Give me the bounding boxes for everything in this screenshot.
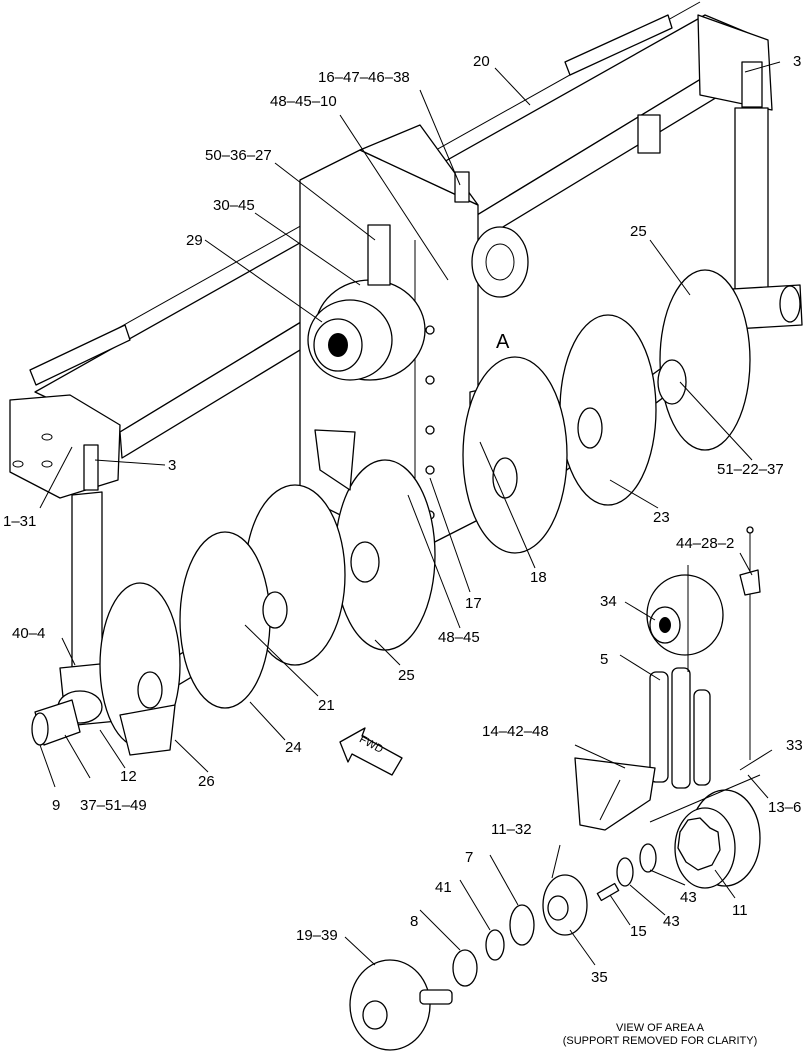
label-25-right: 25 (630, 223, 647, 240)
tension-rod (739, 526, 761, 760)
view-caption: VIEW OF AREA A (SUPPORT REMOVED FOR CLAR… (563, 1022, 758, 1047)
label-8: 8 (410, 913, 418, 930)
sprocket-34 (646, 574, 724, 656)
label-13-6: 13–6 (768, 799, 801, 816)
part-labels: 3 20 16–47–46–38 48–45–10 50–36–27 30–45… (3, 53, 803, 986)
label-18: 18 (530, 569, 547, 586)
label-14-42-48: 14–42–48 (482, 723, 549, 740)
label-26: 26 (198, 773, 215, 790)
label-21: 21 (318, 697, 335, 714)
label-11-32: 11–32 (491, 821, 532, 838)
caption-line-1: VIEW OF AREA A (616, 1022, 705, 1034)
fwd-arrow: FWD (339, 727, 403, 776)
drive-chain-5 (649, 565, 711, 789)
label-51-22-37: 51–22–37 (717, 461, 784, 478)
label-3-top: 3 (793, 53, 801, 70)
label-5: 5 (600, 651, 608, 668)
label-40-4: 40–4 (12, 625, 45, 642)
drive-hub-11 (649, 774, 761, 889)
label-30-45: 30–45 (213, 197, 255, 214)
bearing-hub (307, 224, 529, 381)
exploded-parts (349, 843, 657, 1051)
right-auger (462, 269, 751, 554)
label-24: 24 (285, 739, 302, 756)
label-34: 34 (600, 593, 617, 610)
label-7: 7 (465, 849, 473, 866)
label-1-31: 1–31 (3, 513, 36, 530)
label-19-39: 19–39 (296, 927, 338, 944)
label-11: 11 (732, 902, 748, 919)
chain-support-14 (574, 757, 656, 831)
left-auger (99, 429, 436, 756)
label-3-left: 3 (168, 457, 176, 474)
label-43-a: 43 (663, 913, 680, 930)
label-41: 41 (435, 879, 452, 896)
label-37-51-49: 37–51–49 (80, 797, 147, 814)
label-43-b: 43 (680, 889, 697, 906)
label-35: 35 (591, 969, 608, 986)
label-20: 20 (473, 53, 490, 70)
label-48-45-10: 48–45–10 (270, 93, 337, 110)
label-50-36-27: 50–36–27 (205, 147, 272, 164)
label-23: 23 (653, 509, 670, 526)
label-a: A (496, 331, 510, 353)
leader-lines (39, 61, 781, 966)
label-44-28-2: 44–28–2 (676, 535, 734, 552)
label-17: 17 (465, 595, 482, 612)
label-48-45: 48–45 (438, 629, 480, 646)
label-16-47-46-38: 16–47–46–38 (318, 69, 410, 86)
label-12: 12 (120, 768, 137, 785)
label-9: 9 (52, 797, 60, 814)
label-15: 15 (630, 923, 647, 940)
label-25-bottom: 25 (398, 667, 415, 684)
label-33: 33 (786, 737, 803, 754)
caption-line-2: (SUPPORT REMOVED FOR CLARITY) (563, 1035, 758, 1047)
label-29: 29 (186, 232, 203, 249)
